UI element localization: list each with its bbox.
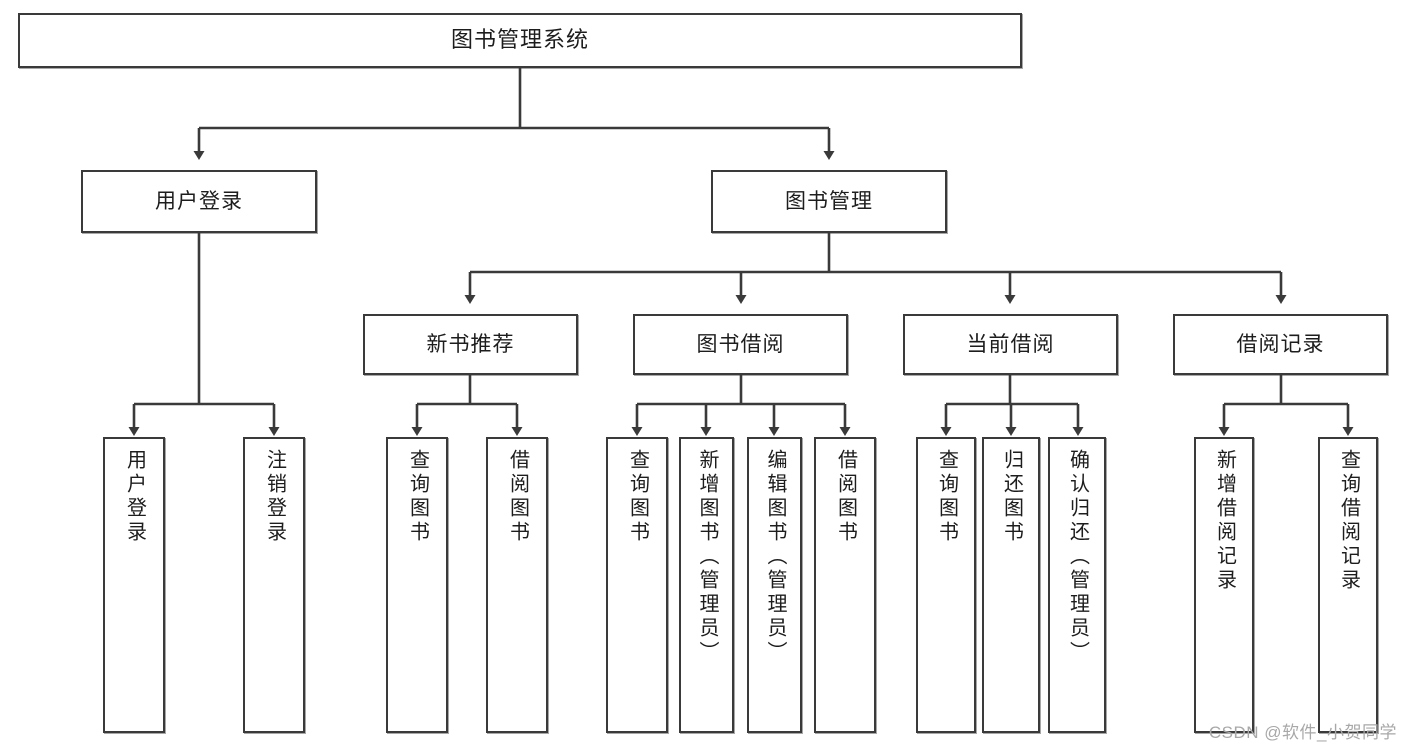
leaf-borrow-book-borrow[interactable]: 借阅图书 <box>814 437 876 733</box>
node-borrow-record[interactable]: 借阅记录 <box>1173 314 1388 375</box>
node-label: 当前借阅 <box>966 332 1055 356</box>
node-label: 借阅图书 <box>506 449 529 545</box>
node-label: 新书推荐 <box>426 332 515 356</box>
node-label: 借阅记录 <box>1236 332 1325 356</box>
node-label: 查询图书 <box>626 449 649 545</box>
leaf-edit-book[interactable]: 编辑图书（管理员） <box>747 437 802 733</box>
node-current-borrow[interactable]: 当前借阅 <box>903 314 1118 375</box>
node-label: 新增图书（管理员） <box>696 449 718 665</box>
leaf-query-book-recommend[interactable]: 查询图书 <box>386 437 448 733</box>
leaf-return-book[interactable]: 归还图书 <box>982 437 1040 733</box>
node-new-book-recommend[interactable]: 新书推荐 <box>363 314 578 375</box>
leaf-logout-login[interactable]: 注销登录 <box>243 437 305 733</box>
node-label: 用户登录 <box>155 189 243 213</box>
node-book-manage[interactable]: 图书管理 <box>711 170 947 233</box>
node-user-login[interactable]: 用户登录 <box>81 170 317 233</box>
node-label: 查询图书 <box>935 449 958 545</box>
node-label: 新增借阅记录 <box>1213 449 1236 593</box>
leaf-add-book[interactable]: 新增图书（管理员） <box>679 437 734 733</box>
node-label: 归还图书 <box>1000 449 1023 545</box>
node-label: 图书管理 <box>785 189 873 213</box>
leaf-borrow-book-recommend[interactable]: 借阅图书 <box>486 437 548 733</box>
csdn-watermark: CSDN @软件_小贺同学 <box>1208 723 1397 742</box>
node-label: 查询图书 <box>406 449 429 545</box>
node-label: 编辑图书（管理员） <box>764 449 786 665</box>
node-book-borrow[interactable]: 图书借阅 <box>633 314 848 375</box>
leaf-confirm-return[interactable]: 确认归还（管理员） <box>1048 437 1106 733</box>
leaf-query-book-borrow[interactable]: 查询图书 <box>606 437 668 733</box>
node-label: 查询借阅记录 <box>1337 449 1360 593</box>
node-label: 用户登录 <box>123 449 146 545</box>
leaf-add-borrow-record[interactable]: 新增借阅记录 <box>1194 437 1254 733</box>
node-label: 借阅图书 <box>834 449 857 545</box>
node-label: 图书借阅 <box>696 332 785 356</box>
node-root-system[interactable]: 图书管理系统 <box>18 13 1022 68</box>
node-label: 注销登录 <box>263 449 286 545</box>
leaf-query-book-current[interactable]: 查询图书 <box>916 437 976 733</box>
node-label: 确认归还（管理员） <box>1066 449 1089 665</box>
leaf-query-borrow-record[interactable]: 查询借阅记录 <box>1318 437 1378 733</box>
leaf-user-login[interactable]: 用户登录 <box>103 437 165 733</box>
node-label: 图书管理系统 <box>450 27 589 53</box>
